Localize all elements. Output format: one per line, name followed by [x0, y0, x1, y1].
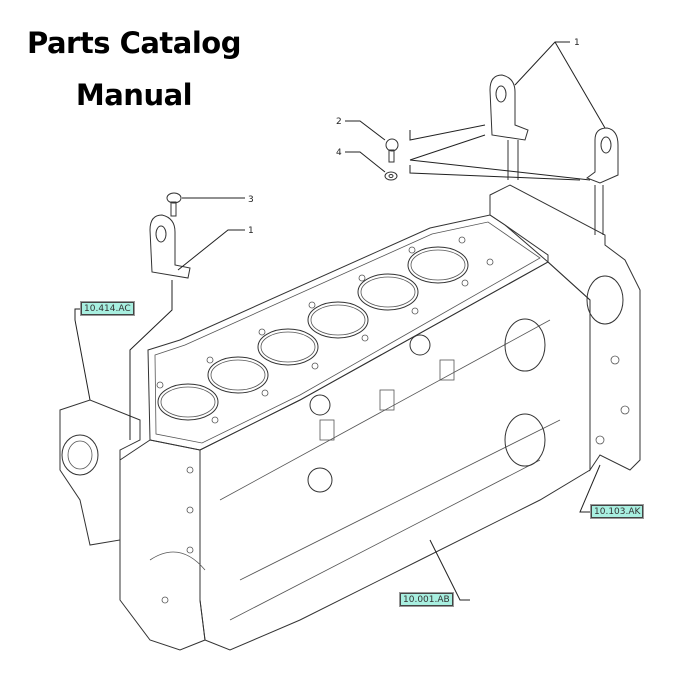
reference-link-10-103-ak[interactable]: 10.103.AK — [589, 504, 645, 519]
callout-2: 2 — [336, 117, 342, 127]
cylinder-bores — [157, 246, 469, 421]
rear-plate — [489, 184, 641, 472]
washer — [384, 171, 398, 181]
callout-4: 4 — [336, 148, 342, 158]
callout-1-rear: 1 — [574, 38, 580, 48]
catalog-title-line2: Manual — [75, 78, 193, 112]
leader-lines — [74, 41, 606, 601]
callout-1-front: 1 — [248, 226, 254, 236]
catalog-title-line1: Parts Catalog — [27, 26, 241, 60]
lifting-eye-front — [149, 214, 191, 279]
reference-link-10-414-ac[interactable]: 10.414.AC — [80, 301, 135, 316]
reference-link-10-001-ab[interactable]: 10.001.AB — [399, 592, 454, 607]
lifting-eye-rear-1 — [489, 74, 529, 180]
deck-holes — [156, 236, 494, 424]
bolt-rear — [385, 138, 399, 163]
callout-numbers: 1 2 4 3 1 — [248, 38, 580, 236]
callout-3: 3 — [248, 195, 254, 205]
bolt-front — [166, 192, 182, 217]
block-front-face — [119, 439, 206, 651]
block-top-deck — [147, 214, 549, 451]
block-side — [199, 261, 591, 651]
lifting-eye-rear-2 — [585, 127, 619, 235]
front-bracket — [59, 399, 141, 546]
